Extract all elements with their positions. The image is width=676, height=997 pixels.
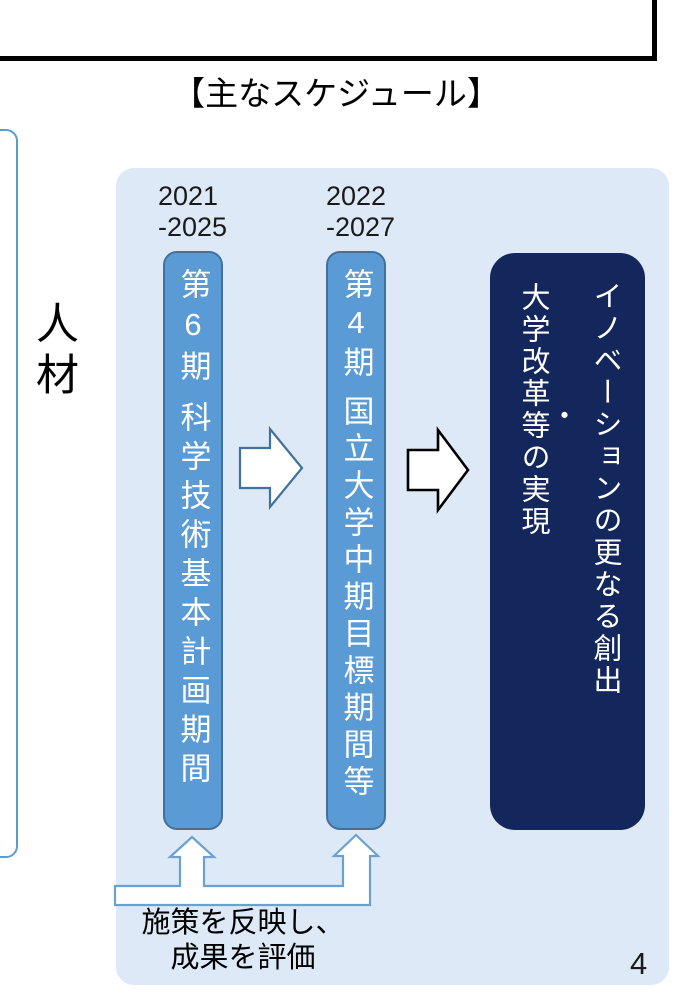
left-frame-box	[0, 129, 18, 858]
year-label-2: 2022 -2027	[326, 181, 396, 242]
period-bar-1-name: 科学技術基本計画期間	[175, 401, 211, 791]
period-bar-1-term: 第6期	[175, 268, 211, 389]
period-bar-2: 第4期国立大学中期目標期間等	[326, 251, 386, 830]
feedback-bracket-up-arrows-icon	[113, 833, 381, 907]
goal-box: イノベーションの更なる創出 ・ 大学改革等の実現	[490, 253, 645, 830]
goal-line-1: イノベーションの更なる創出	[589, 281, 621, 697]
year-label-1: 2021 -2025	[158, 181, 228, 242]
goal-line-2: 大学改革等の実現	[517, 282, 549, 538]
period-bar-1: 第6期科学技術基本計画期間	[163, 251, 223, 830]
jinzai-label: 人 材	[36, 301, 79, 400]
right-arrow-blue-icon	[238, 425, 304, 511]
period-bar-1-label: 第6期科学技術基本計画期間	[171, 268, 216, 828]
goal-separator: ・	[550, 401, 580, 433]
top-frame-box	[0, 0, 657, 61]
period-bar-2-name: 国立大学中期目標期間等	[338, 395, 374, 802]
period-bar-2-label: 第4期国立大学中期目標期間等	[334, 268, 379, 828]
page-title: 【主なスケジュール】	[172, 75, 500, 112]
period-bar-2-term: 第4期	[338, 268, 374, 383]
right-arrow-black-icon	[406, 426, 470, 514]
feedback-note: 施策を反映し、 成果を評価	[141, 907, 345, 974]
page-number: 4	[630, 946, 648, 981]
